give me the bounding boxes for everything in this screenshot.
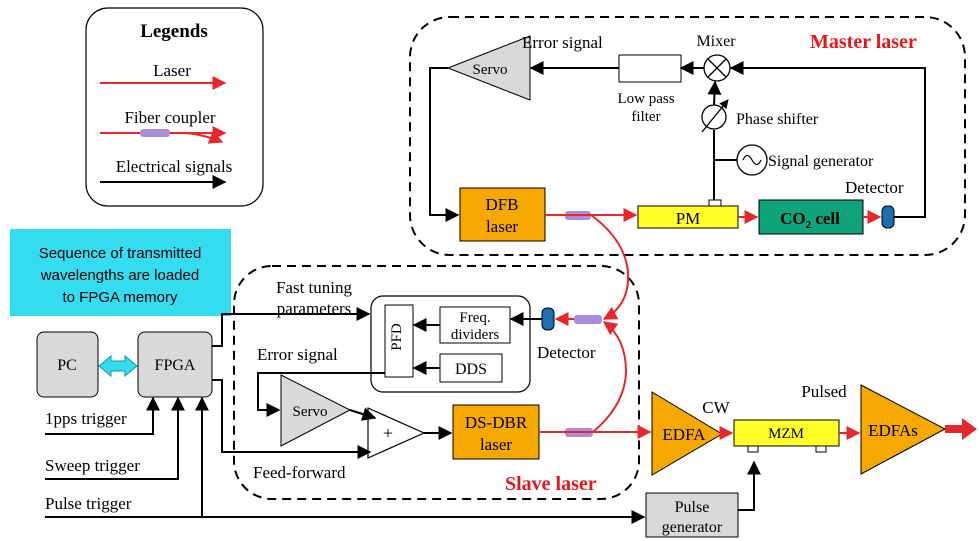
freq-dividers-label-2: dividers [451,327,499,343]
summing-amplifier [367,407,426,459]
servo-to-sum [349,407,377,421]
master-electrical-wiring [429,61,926,222]
fpga-to-pfd [212,307,371,347]
pps-to-fpga [45,396,160,435]
legend-laser-label: Laser [153,61,191,80]
sweep-to-fpga [45,396,185,480]
note-line-3: to FPGA memory [62,289,178,306]
slave-electrical-wiring [257,312,542,440]
master-laser-frame [409,16,966,256]
pps-trigger-label: 1pps trigger [45,409,127,428]
ds-dbr-label-1: DS-DBR [465,413,528,432]
low-pass-label-2: filter [631,109,660,125]
slave-laser-section: Slave laser Fast tuning parameters PFD F… [233,265,640,500]
pulse-generator-label-1: Pulse [675,499,710,516]
slave-servo [280,374,352,447]
note-line-2: wavelengths are loaded [40,267,199,284]
pulse-trigger-label: Pulse trigger [45,494,132,513]
slave-servo-label: Servo [293,404,328,420]
slave-tap-to-combiner [592,321,628,433]
fpga-feed-forward [212,379,372,459]
pc-label: PC [57,357,77,374]
ds-dbr-label-2: laser [480,435,512,454]
freq-dividers-label-1: Freq. [459,310,490,326]
master-laser-title: Master laser [810,31,917,53]
control-wiring [45,307,761,524]
slave-error-signal-label: Error signal [257,345,338,364]
output-section: EDFA CW MZM Pulsed EDFAs [651,382,947,476]
master-laser-section: Master laser Servo Error signal Low pass… [409,16,966,256]
co2-label: CO2 cell [780,209,840,231]
control-section: PC FPGA 1pps trigger Sweep trigger Pulse… [36,331,739,538]
legend-coupler-icon [140,129,170,137]
legend-frame [85,7,264,207]
pm-label: PM [676,209,701,228]
legend: Legends Laser Fiber coupler Electrical s… [85,7,264,207]
master-detector-label: Detector [845,178,904,197]
optical-paths [539,208,882,440]
servo-to-dfb [429,67,460,222]
pulse-gen-to-mzm [738,460,761,511]
dds-label: DDS [455,361,487,378]
phase-shifter-arrow [701,99,729,133]
mzm-port-left [747,445,759,453]
phase-shifter-to-mixer [707,80,722,106]
low-pass-filter [618,54,682,83]
note-box [10,229,231,316]
legend-electrical-label: Electrical signals [116,157,233,176]
slave-detector-icon [541,307,555,331]
summing-sign: + [383,423,393,443]
slave-detector-label: Detector [537,343,596,362]
edfa-amplifier [651,391,723,476]
dfb-label-2: laser [486,217,518,236]
legend-title: Legends [140,21,208,42]
feed-forward-label: Feed-forward [253,463,346,482]
fpga-memory-note: Sequence of transmitted wavelengths are … [10,229,231,316]
fast-tuning-label-1: Fast tuning [276,278,353,297]
master-servo-label: Servo [473,62,508,78]
slave-laser-title: Slave laser [505,473,597,495]
detector-to-mixer [729,61,926,218]
pulse-generator-label-2: generator [662,519,723,536]
pulse-generator [645,492,739,538]
sweep-trigger-label: Sweep trigger [45,456,140,475]
mzm-label: MZM [768,426,804,442]
dfb-label-1: DFB [485,195,518,214]
fpga-label: FPGA [155,357,196,374]
slave-laser-frame [233,265,640,500]
fast-tuning-label-2: parameters [277,299,352,318]
mzm-modulator [733,419,840,447]
ds-dbr-laser [452,404,540,460]
master-error-signal-label: Error signal [522,33,603,52]
dds-block [439,353,503,383]
low-pass-label-1: Low pass [617,91,674,107]
pc-box [36,331,99,398]
dfb-laser [459,187,546,242]
pfd-to-servo [257,372,385,417]
siggen-to-phase-shifter [713,130,737,161]
pc-fpga-link-icon [98,354,138,378]
mixer-cross-b [707,58,727,78]
master-tap-to-combiner [590,214,630,320]
sine-wave-icon [742,154,762,166]
edfas-label: EDFAs [868,421,918,440]
pfd-block [384,304,414,378]
cw-label: CW [702,398,730,417]
signal-generator-label: Signal generator [768,153,874,170]
pulsed-label: Pulsed [801,382,847,401]
pm-rf-port [708,199,722,207]
note-line-1: Sequence of transmitted [39,245,202,262]
pfd-label: PFD [389,323,405,351]
mixer-label: Mixer [696,33,736,50]
master-detector-icon [881,205,895,229]
edfas-amplifier [860,384,947,475]
edfa-label: EDFA [662,425,706,444]
phase-shifter-label: Phase shifter [736,111,819,128]
mzm-port-right [815,445,827,453]
output-beam-arrow [945,418,977,440]
legend-fiber-coupler-label: Fiber coupler [124,108,215,127]
slave-coupler-1 [574,315,602,324]
